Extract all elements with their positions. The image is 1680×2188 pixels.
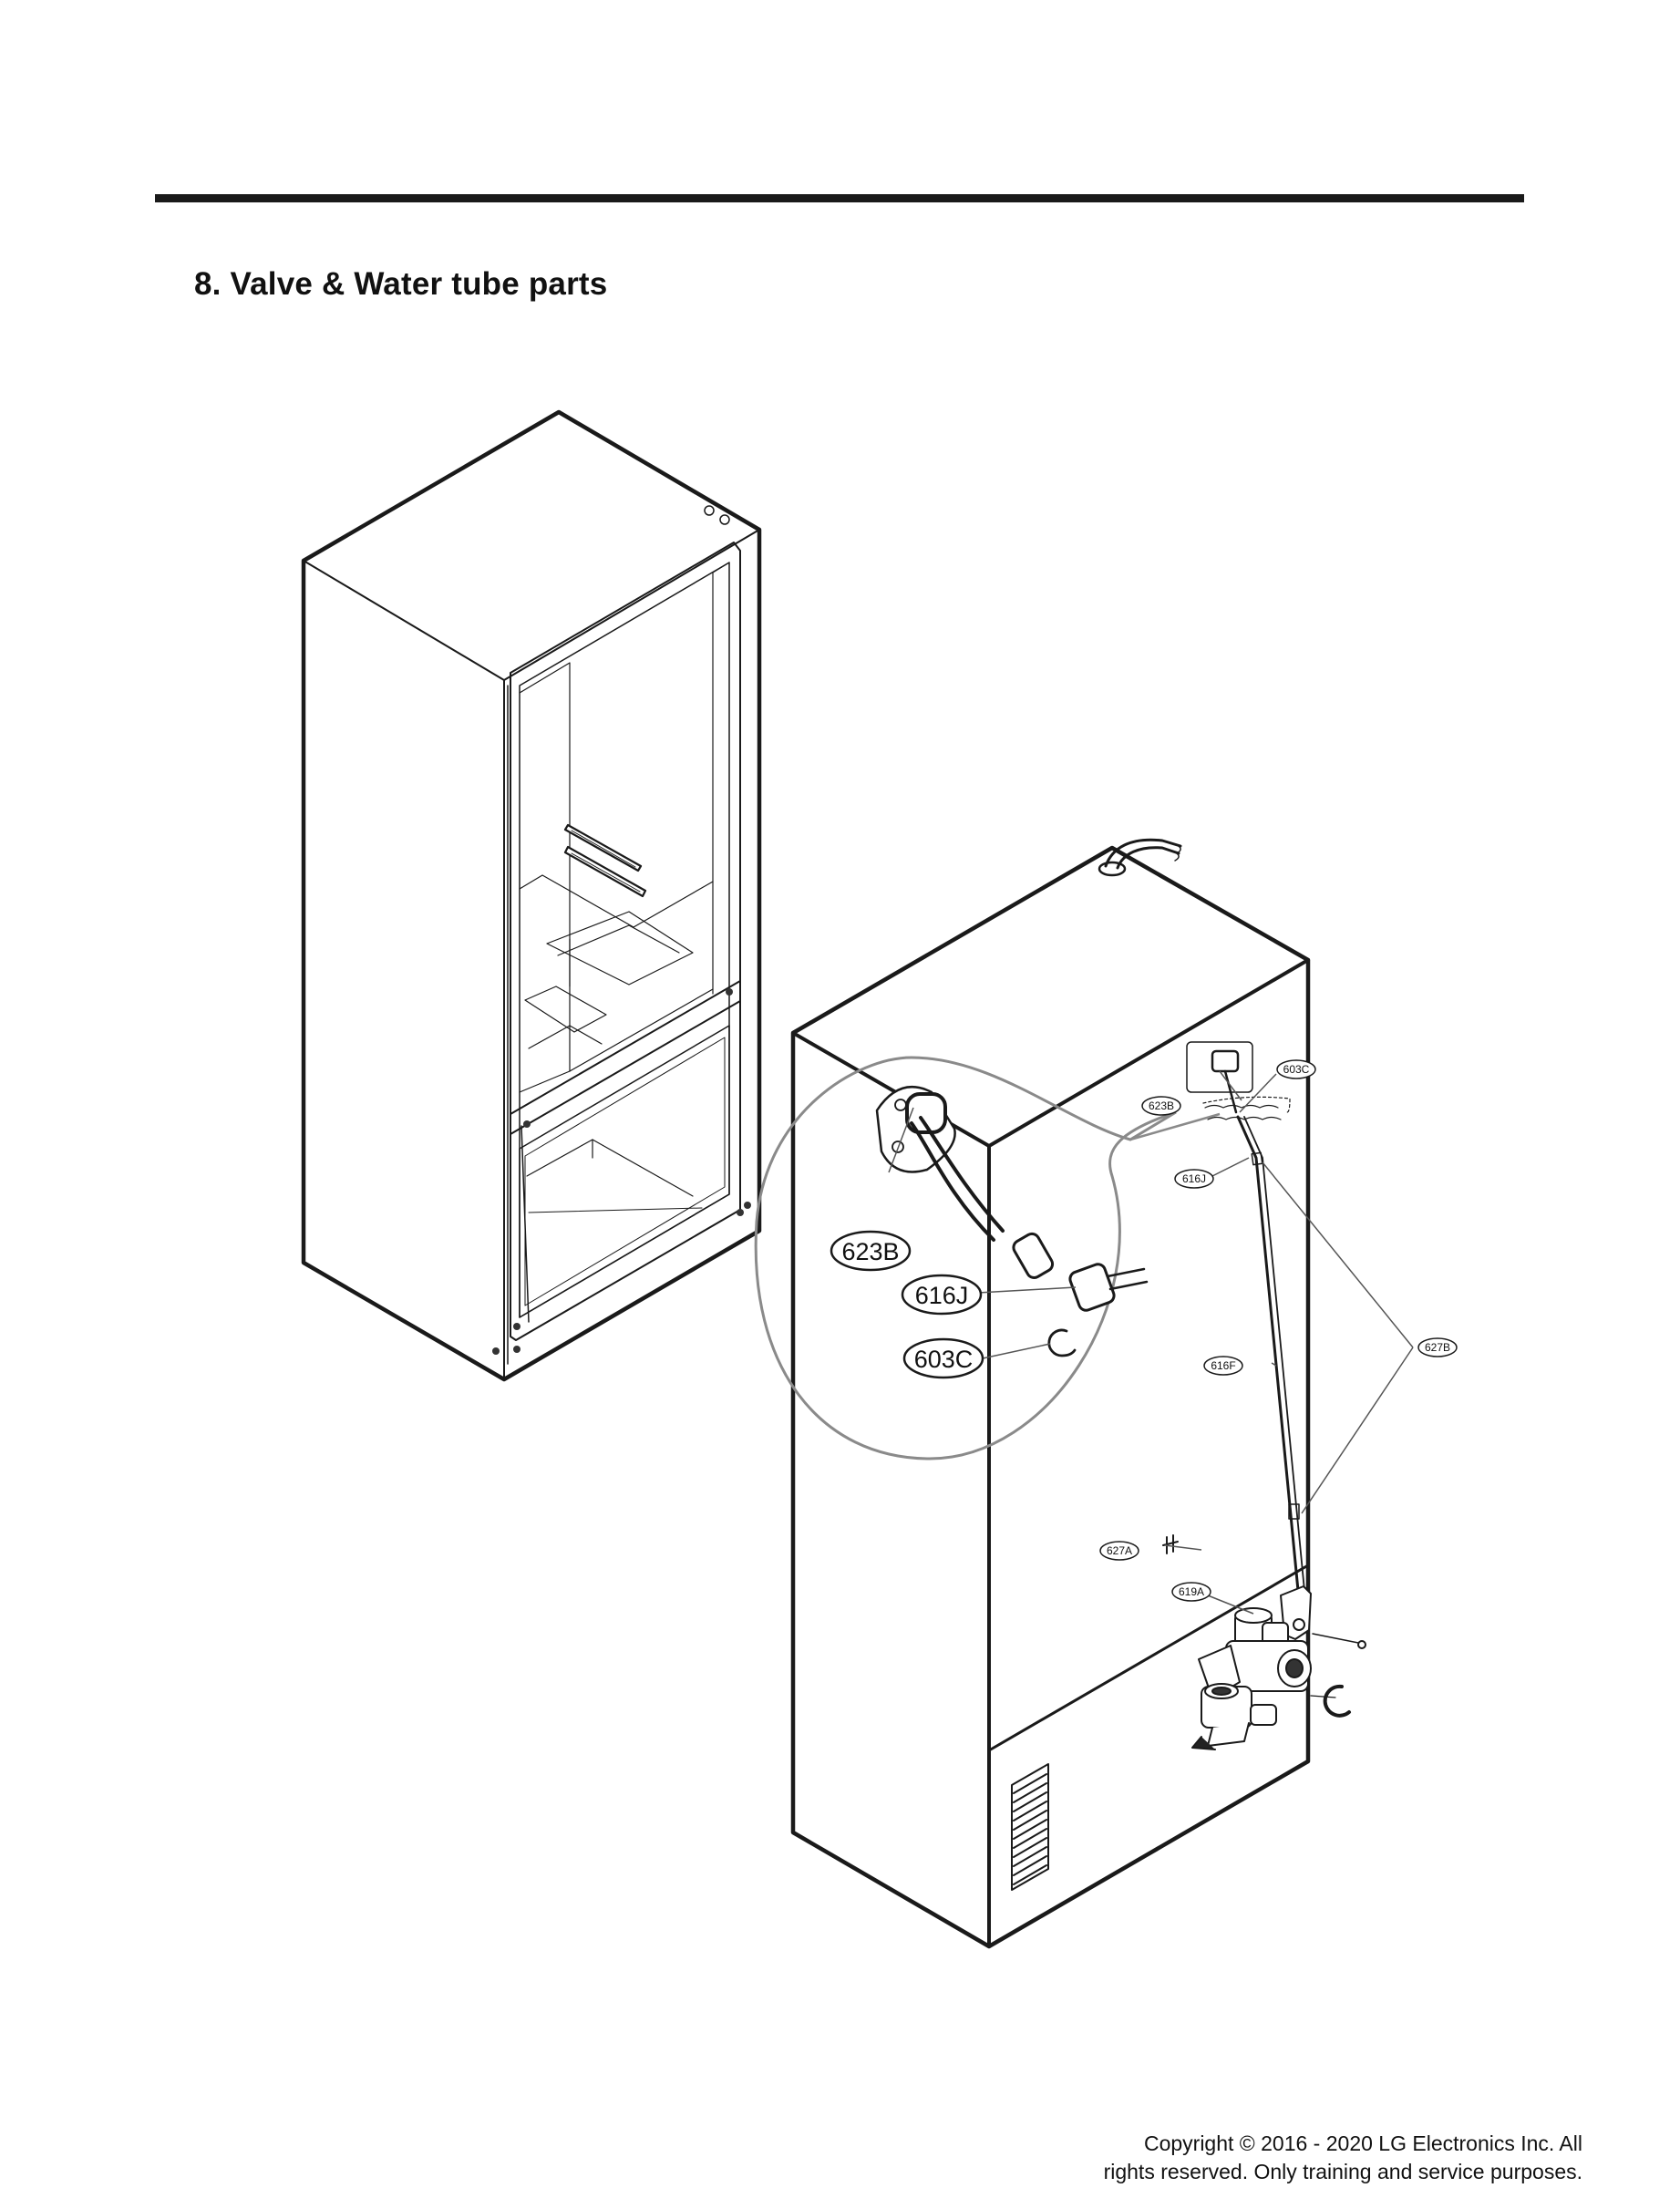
svg-text:616J: 616J <box>915 1282 969 1309</box>
rear-refrigerator-view <box>790 838 1366 1949</box>
callout-623b: 623B <box>1141 1096 1181 1116</box>
water-valve-assembly <box>1191 1585 1312 1750</box>
front-refrigerator-view <box>301 409 762 1382</box>
detail-magnifier <box>754 1056 1414 1615</box>
callout-603c-large: 603C <box>902 1337 984 1379</box>
copyright-notice: Copyright © 2016 - 2020 LG Electronics I… <box>944 2130 1582 2186</box>
copyright-line-2: rights reserved. Only training and servi… <box>1103 2160 1582 2183</box>
svg-text:623B: 623B <box>841 1238 899 1265</box>
rear-vent-grille <box>1011 1763 1049 1891</box>
svg-text:623B: 623B <box>1149 1099 1174 1112</box>
callout-603c: 603C <box>1276 1059 1316 1079</box>
svg-text:627B: 627B <box>1425 1341 1450 1354</box>
svg-text:603C: 603C <box>914 1346 974 1373</box>
copyright-line-1: Copyright © 2016 - 2020 LG Electronics I… <box>1143 2131 1582 2155</box>
callout-616f: 616F <box>1203 1356 1243 1376</box>
callout-627b: 627B <box>1417 1337 1458 1357</box>
callout-627a: 627A <box>1099 1541 1139 1561</box>
svg-text:616J: 616J <box>1182 1172 1206 1185</box>
callout-616j: 616J <box>1174 1169 1214 1189</box>
svg-text:619A: 619A <box>1179 1585 1204 1598</box>
svg-text:627A: 627A <box>1107 1544 1132 1557</box>
header-rule <box>155 194 1524 202</box>
callout-619a: 619A <box>1171 1582 1211 1602</box>
callout-616j-large: 616J <box>901 1274 983 1316</box>
callout-labels: 623B 616J 603C 603C 623B 616J 627B <box>830 1059 1458 1602</box>
page-title: 8. Valve & Water tube parts <box>194 266 608 302</box>
svg-text:616F: 616F <box>1211 1359 1235 1372</box>
callout-623b-large: 623B <box>830 1230 912 1272</box>
svg-text:603C: 603C <box>1283 1063 1310 1076</box>
